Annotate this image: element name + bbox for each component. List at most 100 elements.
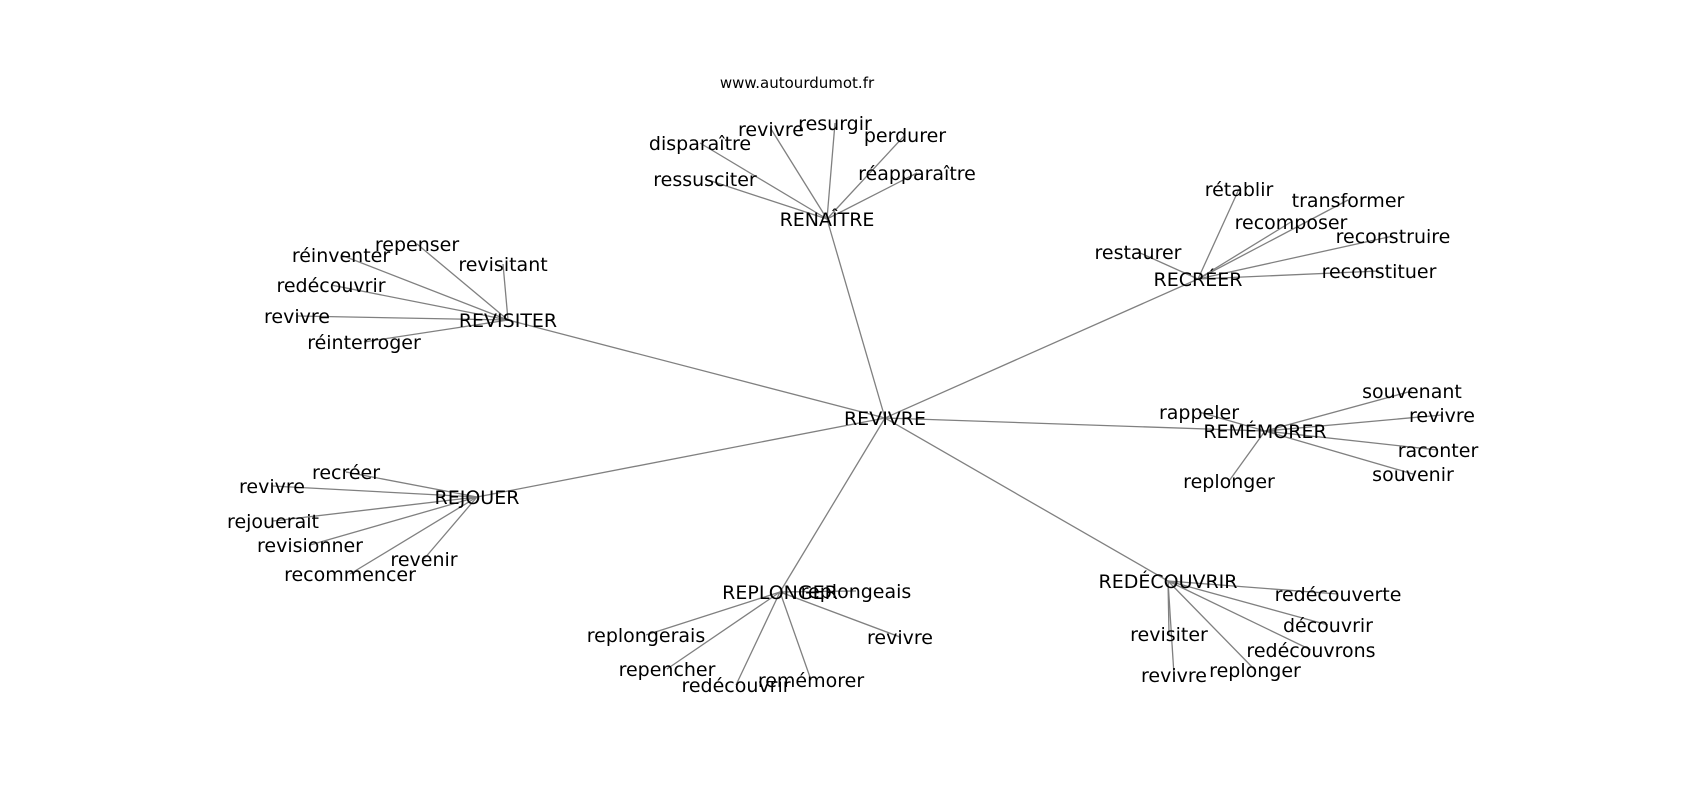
edge-hub-to-word: [645, 591, 781, 636]
edge-hub-to-word: [1167, 580, 1175, 676]
word-node-label: rappeler: [1159, 402, 1239, 424]
word-node-label: redécouverte: [1275, 584, 1402, 606]
word-node-label: revivre: [1141, 665, 1207, 687]
edge-hub-to-word: [779, 591, 812, 681]
edge-hub-to-word: [330, 284, 509, 321]
edge-center-to-hub: [826, 218, 886, 419]
edge-hub-to-word: [1167, 580, 1339, 595]
word-node-label: rétablir: [1205, 179, 1274, 201]
edge-hub-to-word: [1264, 390, 1413, 432]
word-node-label: replongeais: [801, 581, 912, 603]
edge-hub-to-word: [704, 178, 828, 220]
word-node-label: restaurer: [1094, 242, 1181, 264]
edge-hub-to-word: [309, 496, 478, 546]
edge-hub-to-word: [1264, 414, 1443, 432]
edge-hub-to-word: [826, 122, 836, 220]
edge-hub-to-word: [826, 134, 906, 220]
word-node-label: disparaître: [649, 133, 751, 155]
edge-center-to-hub: [779, 417, 886, 593]
edge-hub-to-word: [1197, 235, 1394, 280]
edge-hub-to-word: [1167, 580, 1329, 626]
edge-hub-to-word: [1198, 411, 1266, 432]
graph-labels: www.autourdumot.fr REVIVRE RENAÎTRE dispar…: [227, 74, 1478, 697]
word-node-label: revivre: [239, 476, 305, 498]
edge-hub-to-word: [416, 243, 509, 321]
word-node-label: replonger: [1209, 660, 1301, 682]
edge-hub-to-word: [779, 590, 857, 593]
edge-hub-to-word: [735, 591, 781, 686]
word-node-label: repencher: [619, 659, 716, 681]
edge-hub-to-word: [272, 496, 478, 522]
edge-hub-to-word: [349, 496, 478, 575]
edge-center-to-hub: [884, 417, 1266, 432]
word-node-label: redécouvrir: [276, 275, 385, 297]
edge-center-to-hub: [507, 319, 886, 419]
edge-hub-to-word: [1197, 270, 1380, 280]
edge-hub-to-word: [502, 263, 509, 321]
word-node-label: revivre: [738, 119, 804, 141]
watermark-text: www.autourdumot.fr: [720, 74, 875, 92]
edge-hub-to-word: [1167, 580, 1312, 651]
word-node-label: perdurer: [864, 125, 946, 147]
word-node-label: réinventer: [292, 245, 391, 267]
word-node-label: souvenir: [1372, 464, 1454, 486]
word-node-label: revisionner: [257, 535, 363, 557]
word-node-label: ressusciter: [653, 169, 757, 191]
word-node-label: recommencer: [284, 564, 416, 586]
word-node-label: revivre: [867, 627, 933, 649]
word-node-label: redécouvrons: [1246, 640, 1375, 662]
word-node-label: réapparaître: [858, 163, 976, 185]
edge-hub-to-word: [1197, 188, 1240, 280]
edge-hub-to-word: [1264, 430, 1439, 451]
edge-center-to-hub: [884, 417, 1169, 582]
word-node-label: replonger: [1183, 471, 1275, 493]
word-node-label: repenser: [375, 234, 459, 256]
word-node-label: revisitant: [458, 254, 547, 276]
word-node-label: souvenant: [1362, 381, 1462, 403]
word-node-label: reconstituer: [1322, 261, 1437, 283]
edge-hub-to-word: [1137, 251, 1199, 280]
edge-hub-to-word: [1264, 430, 1414, 475]
hub-node-label: REDÉCOUVRIR: [1099, 570, 1238, 593]
edge-hub-to-word: [770, 128, 828, 220]
word-node-label: replongerais: [587, 625, 705, 647]
word-node-label: rejouerait: [227, 511, 319, 533]
edge-hub-to-word: [1228, 430, 1266, 482]
word-node-label: recréer: [312, 462, 380, 484]
edge-hub-to-word: [699, 142, 828, 220]
word-node-label: resurgir: [798, 113, 872, 135]
word-node-label: revivre: [1409, 405, 1475, 427]
edge-hub-to-word: [296, 315, 509, 321]
edge-center-to-hub: [476, 417, 886, 498]
edge-hub-to-word: [1167, 580, 1256, 671]
edge-hub-to-word: [666, 591, 781, 670]
word-node-label: découvrir: [1283, 615, 1373, 637]
word-node-label: recomposer: [1235, 212, 1348, 234]
edge-hub-to-word: [345, 471, 478, 498]
word-node-label: revivre: [264, 306, 330, 328]
word-node-label: revenir: [390, 549, 457, 571]
word-node-label: revisiter: [1130, 624, 1208, 646]
center-node-label: REVIVRE: [844, 408, 926, 430]
edge-hub-to-word: [271, 485, 478, 498]
edge-hub-to-word: [340, 254, 509, 321]
hub-node-label: REVISITER: [459, 310, 557, 332]
hub-node-label: REMÉMORER: [1203, 420, 1326, 443]
word-node-label: transformer: [1292, 190, 1405, 212]
word-node-label: remémorer: [758, 670, 864, 692]
edge-hub-to-word: [826, 172, 918, 220]
word-node-label: réinterroger: [307, 332, 421, 354]
edge-hub-to-word: [423, 496, 478, 560]
word-node-label: redécouvrir: [681, 675, 790, 697]
hub-node-label: RECRÉER: [1154, 268, 1243, 291]
edge-hub-to-word: [1197, 199, 1349, 280]
edge-hub-to-word: [1197, 221, 1292, 280]
hub-node-label: REJOUER: [435, 487, 520, 509]
word-node-label: reconstruire: [1336, 226, 1451, 248]
hub-node-label: RENAÎTRE: [780, 208, 875, 231]
word-node-label: raconter: [1398, 440, 1479, 462]
graph-edges: [271, 122, 1443, 686]
edge-center-to-hub: [884, 278, 1199, 419]
hub-node-label: REPLONGER: [722, 582, 838, 604]
